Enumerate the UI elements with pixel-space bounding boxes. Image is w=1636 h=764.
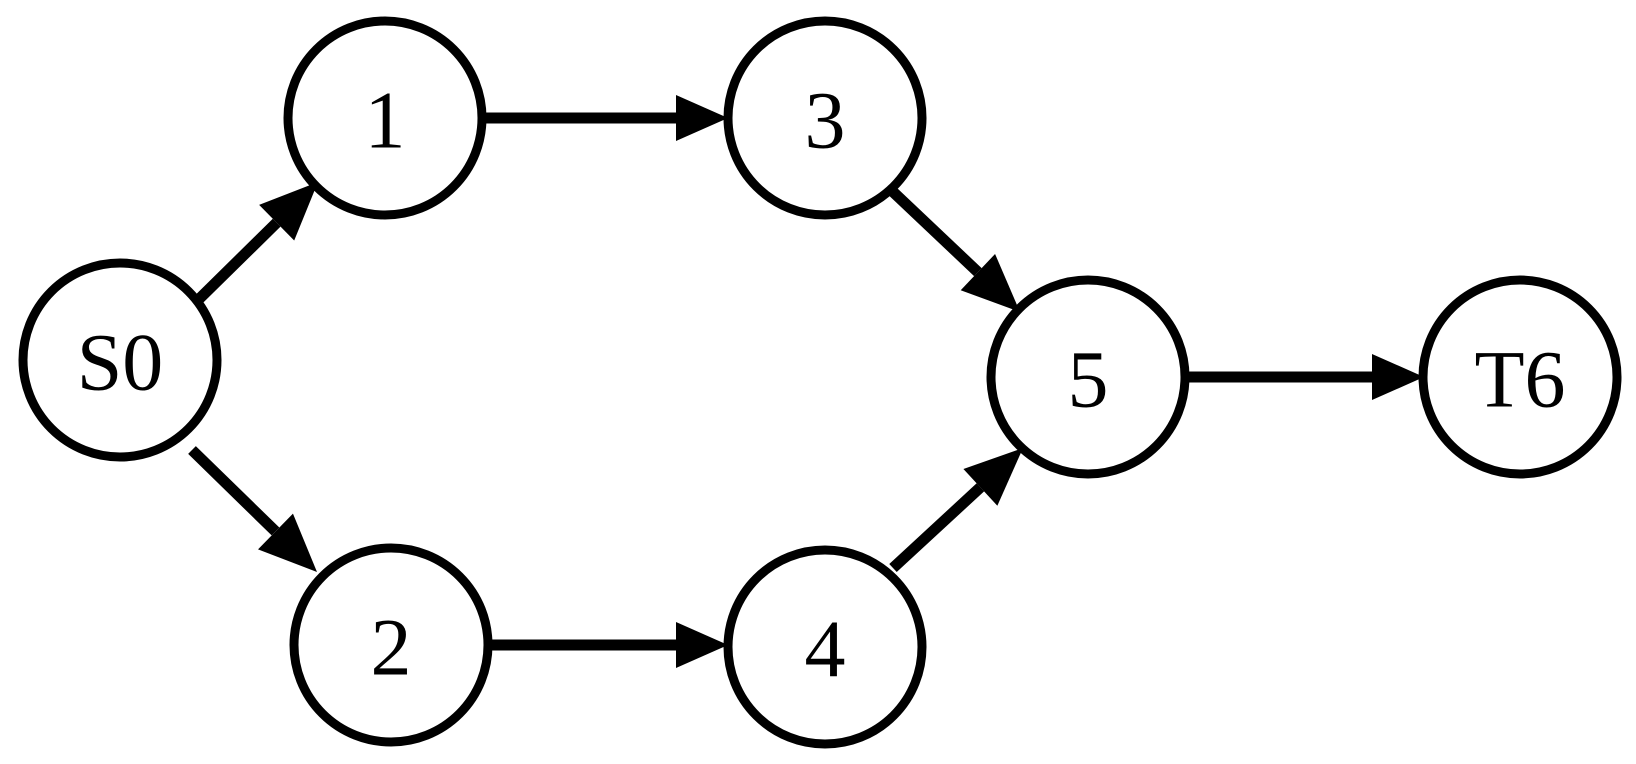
arrowhead-4-5 <box>963 448 1023 506</box>
edge-1-to-3 <box>482 95 728 141</box>
arrowhead-s0-2 <box>258 513 317 572</box>
arrowhead-5-t6 <box>1372 354 1424 400</box>
node-t6[interactable]: T6 <box>1418 275 1622 479</box>
node-1[interactable]: 1 <box>283 16 487 220</box>
edge-line-s0-1 <box>189 218 281 309</box>
node-5[interactable]: 5 <box>986 275 1190 479</box>
node-3[interactable]: 3 <box>723 16 927 220</box>
edge-line-s0-2 <box>188 446 280 536</box>
arrowhead-s0-1 <box>259 182 318 241</box>
edge-line-4-5 <box>889 483 985 573</box>
node-circle-2[interactable] <box>289 543 493 747</box>
node-circle-3[interactable] <box>723 16 927 220</box>
edge-s0-to-2 <box>188 446 317 572</box>
arrowhead-3-5 <box>960 253 1020 312</box>
node-circle-5[interactable] <box>986 275 1190 479</box>
edge-s0-to-1 <box>189 182 318 309</box>
node-circle-4[interactable] <box>723 545 927 749</box>
edge-2-to-4 <box>488 622 728 668</box>
node-4[interactable]: 4 <box>723 545 927 749</box>
node-circle-1[interactable] <box>283 16 487 220</box>
arrowhead-2-4 <box>676 622 728 668</box>
node-circle-t6[interactable] <box>1418 275 1622 479</box>
edge-line-3-5 <box>885 184 982 277</box>
edge-5-to-t6 <box>1186 354 1424 400</box>
edge-3-to-5 <box>885 184 1020 312</box>
edge-4-to-5 <box>889 448 1023 573</box>
edges-layer <box>188 95 1424 668</box>
node-s0[interactable]: S0 <box>18 258 222 462</box>
node-circle-s0[interactable] <box>18 258 222 462</box>
arrowhead-1-3 <box>676 95 728 141</box>
node-2[interactable]: 2 <box>289 543 493 747</box>
